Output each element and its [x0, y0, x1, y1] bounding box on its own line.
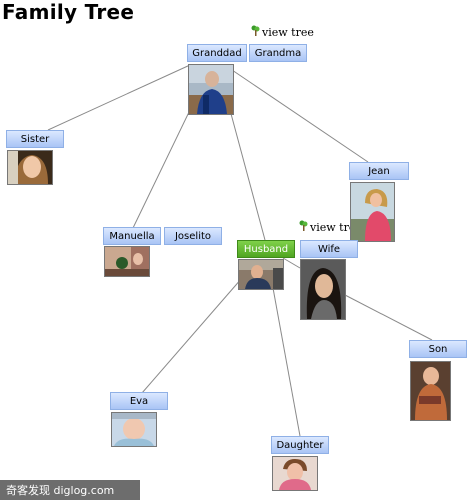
node-sister[interactable]: Sister [6, 130, 64, 148]
photo-husband[interactable] [238, 259, 284, 290]
page-title: Family Tree [2, 0, 135, 24]
view-tree-link-granddad[interactable]: view tree [250, 25, 314, 39]
link-granddad-manuella [132, 109, 191, 229]
link-husband-daughter [272, 287, 301, 437]
node-manuella[interactable]: Manuella [103, 227, 161, 245]
photo-son[interactable] [410, 361, 451, 421]
view-tree-label: view tree [262, 25, 314, 39]
tree-icon [250, 25, 261, 39]
link-husband-wife [282, 257, 301, 269]
node-husband[interactable]: Husband [237, 240, 295, 258]
link-granddad-husband [229, 109, 266, 241]
photo-wife[interactable] [300, 259, 346, 320]
photo-jean[interactable] [350, 182, 395, 242]
node-daughter[interactable]: Daughter [271, 436, 329, 454]
watermark-footer: 奇客发现 diglog.com [0, 480, 140, 500]
photo-granddad[interactable] [188, 64, 234, 115]
node-joselito[interactable]: Joselito [164, 227, 222, 245]
view-tree-link-wife[interactable]: view tree [298, 220, 352, 234]
node-son[interactable]: Son [409, 340, 467, 358]
node-eva[interactable]: Eva [110, 392, 168, 410]
node-grandma[interactable]: Grandma [249, 44, 307, 62]
tree-icon [298, 220, 309, 234]
photo-eva[interactable] [111, 412, 157, 447]
photo-sister[interactable] [7, 150, 53, 185]
photo-manuella[interactable] [104, 246, 150, 277]
link-granddad-sister [47, 64, 191, 131]
link-wife-son [344, 294, 433, 341]
view-tree-label: view tree [310, 220, 352, 234]
node-granddad[interactable]: Granddad [187, 44, 247, 62]
photo-daughter[interactable] [272, 456, 318, 491]
link-granddad-jean [231, 69, 369, 163]
node-wife[interactable]: Wife [300, 240, 358, 258]
link-husband-eva [141, 277, 243, 394]
node-jean[interactable]: Jean [349, 162, 409, 180]
